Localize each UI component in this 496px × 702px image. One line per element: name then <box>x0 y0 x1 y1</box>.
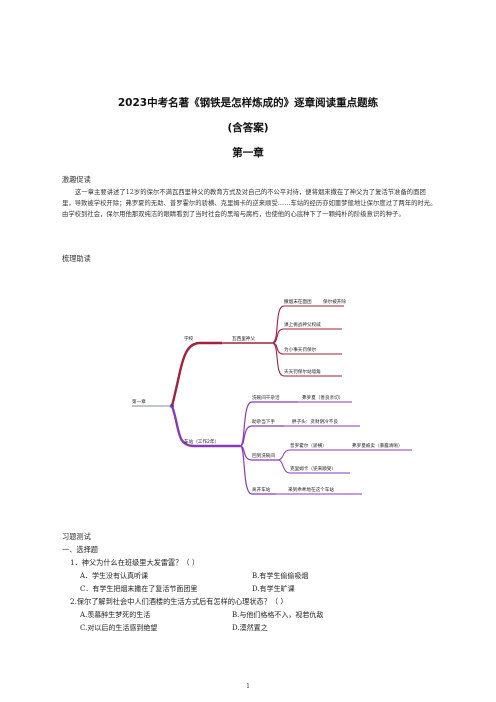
mindmap-label: 梳理助读 <box>62 254 91 263</box>
intro-label: 激趣促读 <box>62 175 91 184</box>
document-subtitle: (含答案) <box>227 122 269 134</box>
station-item: 普罗霍尔（骄横） <box>290 442 327 449</box>
station-item: 洗碗间干杂活 <box>252 394 280 401</box>
station-item: 助杂当下手 <box>252 418 275 425</box>
station-node: 车站（工作2年） <box>184 438 219 445</box>
school-item: 为小事天罚保尔 <box>284 346 317 353</box>
school-node: 学校 <box>184 335 194 342</box>
chapter-heading: 第一章 <box>232 147 264 159</box>
station-item: 回到洗碗间 <box>252 452 275 459</box>
station-item: 来到乖乖地在这个车站 <box>288 486 334 493</box>
station-branch <box>170 405 240 448</box>
question-2-option-d: D.漠然置之 <box>232 624 268 632</box>
station-item: 弗罗夏（善良亲切） <box>302 394 343 401</box>
mindmap-diagram: 第一章 学校 瓦西里神父 撒烟末在面团 保尔被开除 课上挑战神父权威 为小事天罚… <box>132 298 412 495</box>
section-heading: 一、选择题 <box>62 545 98 554</box>
school-item: 保尔被开除 <box>323 298 346 305</box>
document-title: 2023中考名著《钢铁是怎样炼成的》逐章阅读重点题练 <box>117 97 379 109</box>
question-2: 2.保尔了解到社会中人们酒楼的生活方式后有怎样的心理状态？（ ） <box>70 597 288 606</box>
question-2-option-a: A.羡慕醉生梦死的生活 <box>80 611 151 619</box>
school-branch <box>170 341 222 407</box>
question-1-option-b: B.有学生偷偷吸烟 <box>252 572 309 580</box>
question-1-option-a: A．学生没有认真听课 <box>80 572 149 580</box>
station-item: 克里姆卡（逆来顺受） <box>290 465 336 472</box>
question-1-option-d: D.有学生旷课 <box>252 585 295 593</box>
school-item: 课上挑战神父权威 <box>284 321 321 328</box>
question-1: 1．神父为什么在班级里大发雷霆？（ ） <box>70 558 200 567</box>
school-item: 天天罚保尔站墙角 <box>284 368 321 375</box>
mindmap-root: 第一章 <box>132 398 146 405</box>
intro-paragraph: 这一章主要讲述了12岁的保尔不满瓦西里神父的教育方式及对自己的不公平对待，便将烟… <box>62 189 437 219</box>
school-item: 撒烟末在面团 <box>284 298 312 305</box>
question-2-option-b: B.与他们格格不入，视若仇敌 <box>232 611 324 619</box>
question-2-option-c: C.对以后的生活感到绝望 <box>80 624 158 632</box>
page-number: 1 <box>246 683 250 690</box>
exercise-label: 习题测试 <box>62 532 91 541</box>
station-item: 弗罗夏被卖（暴露清晰） <box>352 442 403 449</box>
station-item: 胖子头：贪财阴冷不良 <box>292 418 338 425</box>
priest-node: 瓦西里神父 <box>232 335 255 342</box>
station-item: 离开车站 <box>252 486 271 493</box>
question-1-option-c: C．有学生把烟末撒在了复活节面团里 <box>80 585 198 593</box>
